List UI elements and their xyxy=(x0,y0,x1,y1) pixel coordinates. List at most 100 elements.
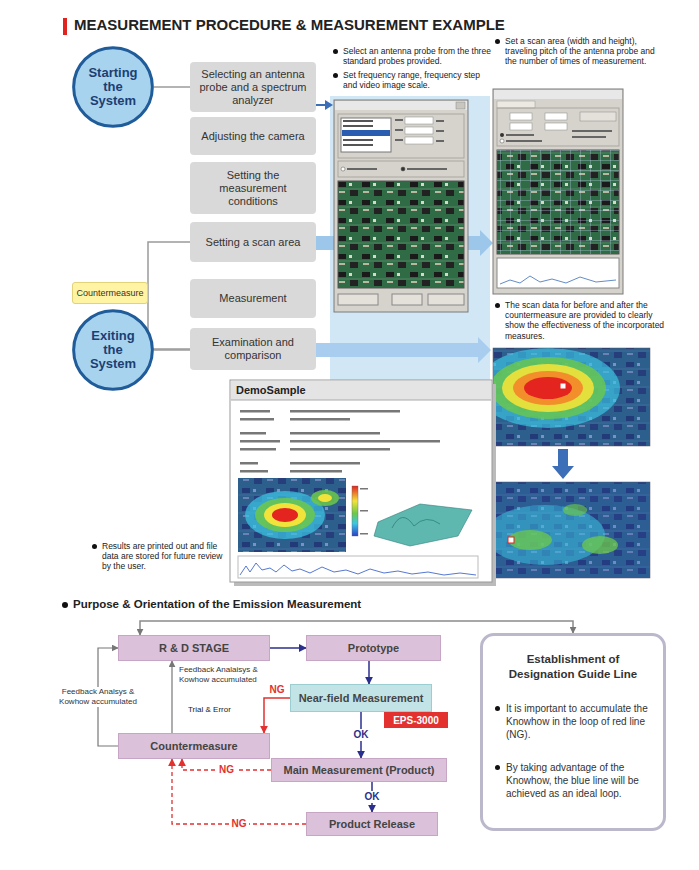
bullet-dot xyxy=(333,49,338,54)
node-content: Countermeasure xyxy=(76,288,143,298)
peak-marker xyxy=(560,383,566,389)
edge-label: Feedback Analaisys & Kowhow accumulated xyxy=(177,665,269,684)
edge-label: OK xyxy=(363,791,382,803)
report-text-line xyxy=(290,470,342,473)
text-row: Countermeasure xyxy=(150,740,237,752)
chart-line xyxy=(500,276,616,284)
group-box xyxy=(338,161,464,177)
edge-label: NG xyxy=(230,818,249,830)
node-label: Setting the measurement conditions xyxy=(196,169,310,208)
text-row: Countermeasure xyxy=(76,288,143,298)
bullet-dot xyxy=(495,39,500,44)
probe-list xyxy=(341,118,391,152)
node-content: EPS-3000 xyxy=(393,715,439,726)
node-label: Setting a scan area xyxy=(196,236,310,249)
node-label: Establishment of Designation Guide Line xyxy=(495,652,651,682)
bullet-note: Set frequency range, frequency step and … xyxy=(343,70,491,90)
label-text: The scan data for before and after the c… xyxy=(505,300,664,341)
node-content: Countermeasure xyxy=(150,740,237,752)
product-tag: EPS-3000 xyxy=(384,712,448,728)
stage-box: Main Measurement (Product) xyxy=(271,758,447,782)
dialog-button xyxy=(338,294,378,305)
report-text-line xyxy=(240,432,266,435)
field-caption xyxy=(395,139,403,141)
field-contour xyxy=(493,505,605,565)
report-rule xyxy=(231,400,491,401)
node-note: By taking advantage of the Knowhow, the … xyxy=(506,761,651,800)
text-row: Selecting an antenna probe and a spectru… xyxy=(196,68,310,107)
node-label: Countermeasure xyxy=(150,740,237,752)
bullet-note: The scan data for before and after the c… xyxy=(505,300,669,341)
label: Trial & Error xyxy=(188,705,260,715)
field-contour xyxy=(513,371,583,405)
list-row xyxy=(343,139,373,141)
report-text-line xyxy=(240,418,274,421)
down-arrow xyxy=(552,449,574,479)
process-box: Adjusting the camera xyxy=(190,117,316,155)
label-text: Set a scan area (width and height), trav… xyxy=(505,36,655,66)
text-row: EPS-3000 xyxy=(393,715,439,726)
list-row-selected xyxy=(342,130,390,136)
radio-caption xyxy=(506,134,534,136)
board-image xyxy=(238,478,346,552)
node-content: Measurement xyxy=(196,292,310,305)
node-content: R & D STAGE xyxy=(159,642,229,654)
stage-box: Countermeasure xyxy=(118,733,270,759)
field-peak xyxy=(524,377,572,399)
pointer-arrow xyxy=(316,104,326,106)
heatmap-frame xyxy=(493,348,650,446)
stage-box: R & D STAGE xyxy=(118,635,270,661)
node-content: Main Measurement (Product) xyxy=(284,764,435,776)
text-row: Main Measurement (Product) xyxy=(284,764,435,776)
surface-plot xyxy=(374,504,472,546)
report-text-line xyxy=(290,410,400,413)
report-text-line xyxy=(240,440,280,443)
connector xyxy=(171,661,172,733)
field-contour xyxy=(311,490,339,506)
input-field xyxy=(545,123,567,130)
measurement-box: Near-field Measurement xyxy=(290,684,432,712)
report-text-line xyxy=(290,440,440,443)
dialog-tab xyxy=(497,101,535,108)
input-field xyxy=(545,113,567,120)
input-field xyxy=(510,113,532,120)
text-row: Setting a scan area xyxy=(196,236,310,249)
scan-grid xyxy=(497,150,619,254)
report-text-line xyxy=(290,418,350,421)
connector xyxy=(154,349,190,351)
node-label: Selecting an antenna probe and a spectru… xyxy=(196,68,310,107)
report-text-line xyxy=(290,432,380,435)
title-bar xyxy=(63,18,67,35)
flow-band-arrow xyxy=(316,337,491,363)
radio-button xyxy=(500,133,504,137)
dialog-button xyxy=(392,294,422,305)
text-row: It is important to accumulate the Knowho… xyxy=(495,702,651,741)
report-page xyxy=(230,380,492,582)
input-field xyxy=(405,117,433,124)
node-content: Selecting an antenna probe and a spectru… xyxy=(196,68,310,107)
report-text-line xyxy=(290,462,360,465)
radio-caption xyxy=(347,168,377,170)
text-row: Measurement xyxy=(196,292,310,305)
process-box: Measurement xyxy=(190,279,316,318)
report-text-line xyxy=(290,448,390,451)
bullet-dot xyxy=(495,706,500,711)
chart-area xyxy=(497,258,619,288)
text-row: Setting the measurement conditions xyxy=(196,169,310,208)
input-field xyxy=(405,137,433,144)
scan-area-dialog-screenshot xyxy=(493,89,623,294)
bullet-note: Purpose & Orientation of the Emission Me… xyxy=(73,598,493,612)
field-contour xyxy=(255,498,315,532)
bullet-note: Results are printed out and file data ar… xyxy=(102,541,224,572)
heatmap-before xyxy=(493,348,650,446)
label-text: Results are printed out and file data ar… xyxy=(102,541,222,571)
field-contour xyxy=(318,494,332,502)
spectrum-chart xyxy=(238,556,478,578)
edge-label: NG xyxy=(268,684,287,696)
connector xyxy=(270,647,306,649)
node-note: It is important to accumulate the Knowho… xyxy=(506,702,651,741)
field-contour xyxy=(264,503,306,527)
bullet-dot xyxy=(92,544,97,549)
text-row: Exiting the System xyxy=(81,329,145,371)
